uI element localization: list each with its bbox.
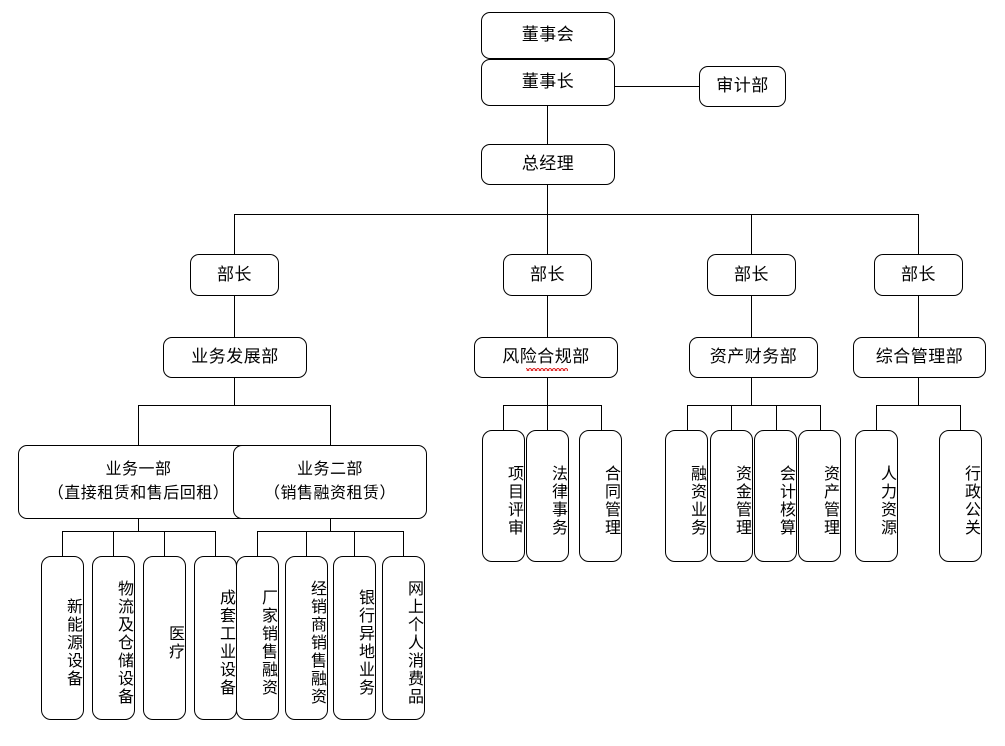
node-audit-department[interactable]: 审计部 — [699, 66, 786, 107]
connector-leaf-legal-affairs — [547, 405, 548, 430]
connector-leaf-bank-remote — [354, 531, 355, 556]
node-chairman[interactable]: 董事长 — [481, 59, 615, 106]
bus-general-children — [876, 405, 960, 406]
leaf-asset-management[interactable]: 资产管理 — [798, 430, 841, 562]
connector-minister1-to-dept — [234, 296, 235, 337]
leaf-logistics-warehouse-equipment[interactable]: 物流及仓储设备 — [92, 556, 135, 720]
leaf-human-resources[interactable]: 人力资源 — [855, 430, 898, 562]
connector-leaf-asset-management — [820, 405, 821, 430]
leaf-complete-industrial-equipment[interactable]: 成套工业设备 — [194, 556, 237, 720]
node-minister-finance[interactable]: 部长 — [707, 254, 796, 296]
connector-leaf-factory-sales — [257, 531, 258, 556]
spellcheck-underline-risk-dept — [526, 368, 568, 371]
connector-leaf-project-review — [503, 405, 504, 430]
connector-minister3-to-dept — [751, 296, 752, 337]
bus-risk-children — [503, 405, 601, 406]
leaf-dealer-sales-financing[interactable]: 经销商销售融资 — [285, 556, 328, 720]
connector-bus-to-minister-2 — [547, 214, 548, 254]
leaf-medical[interactable]: 医疗 — [143, 556, 186, 720]
connector-leaf-human-resources — [876, 405, 877, 430]
connector-business-dept-down — [234, 378, 235, 405]
bus-biz-unit-1-children — [62, 531, 215, 532]
connector-finance-dept-down — [751, 378, 752, 405]
leaf-online-personal-consumer-goods[interactable]: 网上个人消费品 — [382, 556, 425, 720]
connector-bus-to-biz-unit-1 — [138, 405, 139, 445]
leaf-financing-business[interactable]: 融资业务 — [665, 430, 708, 562]
connector-bus-to-minister-4 — [918, 214, 919, 254]
connector-biz-unit-2-down — [330, 519, 331, 531]
connector-leaf-admin-pr — [960, 405, 961, 430]
connector-chairman-to-gm — [547, 106, 548, 144]
connector-leaf-contract-management — [601, 405, 602, 430]
node-dept-risk-compliance[interactable]: 风险合规部 — [474, 337, 618, 378]
connector-general-dept-down — [918, 378, 919, 405]
node-minister-general[interactable]: 部长 — [874, 254, 963, 296]
leaf-accounting[interactable]: 会计核算 — [754, 430, 797, 562]
connector-bus-to-minister-1 — [234, 214, 235, 254]
connector-biz-unit-1-down — [138, 519, 139, 531]
bus-business-units — [138, 405, 331, 406]
leaf-administration-public-relations[interactable]: 行政公关 — [939, 430, 982, 562]
node-dept-general-management[interactable]: 综合管理部 — [853, 337, 986, 378]
connector-leaf-new-energy — [62, 531, 63, 556]
connector-leaf-online-consumer — [403, 531, 404, 556]
leaf-manufacturer-sales-financing[interactable]: 厂家销售融资 — [236, 556, 279, 720]
connector-leaf-dealer-sales — [306, 531, 307, 556]
connector-chairman-to-audit — [615, 86, 699, 87]
node-business-unit-1[interactable]: 业务一部 （直接租赁和售后回租） — [18, 445, 259, 519]
bus-ministers — [234, 214, 919, 215]
leaf-project-review[interactable]: 项目评审 — [482, 430, 525, 562]
connector-minister4-to-dept — [918, 296, 919, 337]
connector-leaf-industrial — [215, 531, 216, 556]
node-general-manager[interactable]: 总经理 — [481, 144, 615, 185]
node-minister-risk[interactable]: 部长 — [503, 254, 592, 296]
leaf-fund-management[interactable]: 资金管理 — [710, 430, 753, 562]
connector-risk-dept-down — [547, 378, 548, 405]
node-board-of-directors[interactable]: 董事会 — [481, 12, 615, 59]
bus-biz-unit-2-children — [257, 531, 403, 532]
connector-gm-to-bus — [547, 185, 548, 214]
connector-bus-to-biz-unit-2 — [330, 405, 331, 445]
node-dept-asset-finance[interactable]: 资产财务部 — [689, 337, 818, 378]
leaf-new-energy-equipment[interactable]: 新能源设备 — [41, 556, 84, 720]
leaf-contract-management[interactable]: 合同管理 — [579, 430, 622, 562]
leaf-legal-affairs[interactable]: 法律事务 — [526, 430, 569, 562]
node-dept-business-development[interactable]: 业务发展部 — [163, 337, 307, 378]
connector-minister2-to-dept — [547, 296, 548, 337]
bus-finance-children — [687, 405, 820, 406]
connector-leaf-logistics — [113, 531, 114, 556]
connector-leaf-financing-business — [687, 405, 688, 430]
connector-bus-to-minister-3 — [751, 214, 752, 254]
connector-leaf-accounting — [776, 405, 777, 430]
connector-leaf-medical — [164, 531, 165, 556]
node-business-unit-2[interactable]: 业务二部 （销售融资租赁） — [233, 445, 427, 519]
connector-leaf-fund-management — [731, 405, 732, 430]
leaf-bank-remote-business[interactable]: 银行异地业务 — [333, 556, 376, 720]
node-minister-business[interactable]: 部长 — [190, 254, 279, 296]
